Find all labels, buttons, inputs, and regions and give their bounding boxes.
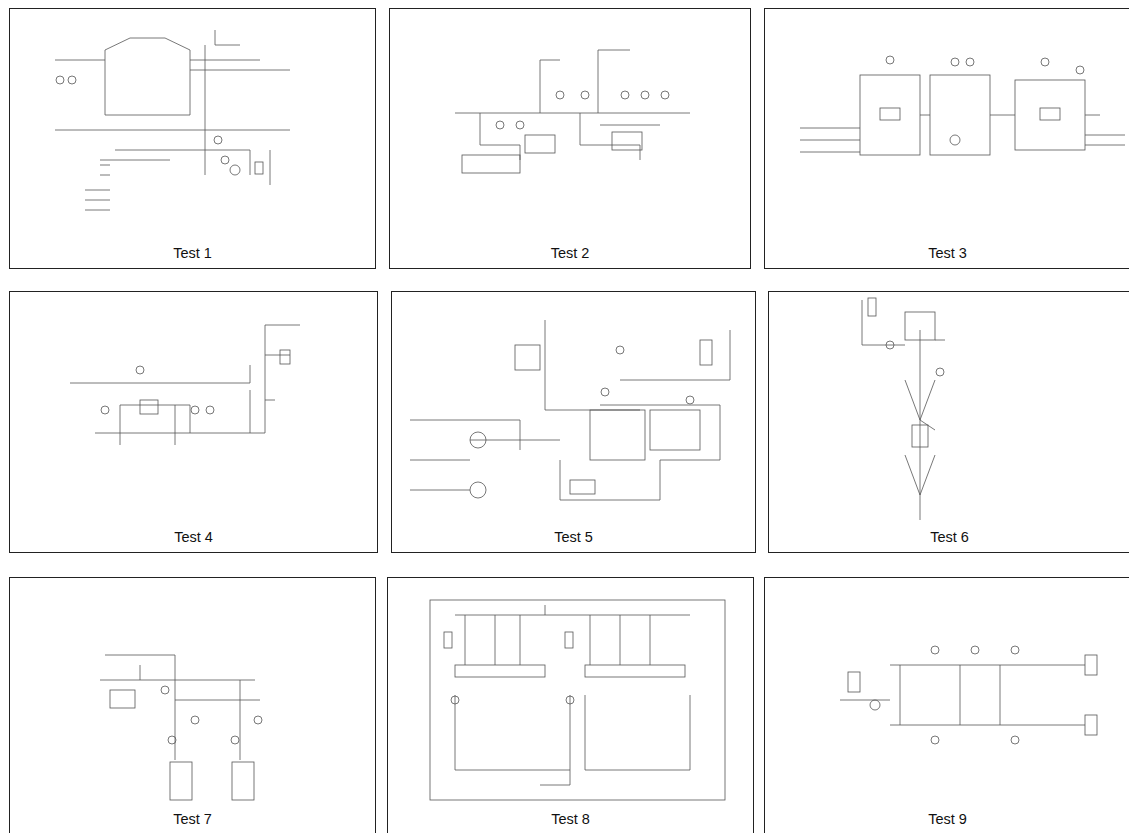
panel-caption: Test 1 bbox=[10, 245, 375, 261]
test-panel: Test 5 bbox=[391, 291, 756, 553]
pid-sketch bbox=[862, 298, 945, 520]
panel-caption: Test 3 bbox=[765, 245, 1129, 261]
pid-sketch bbox=[455, 50, 690, 173]
panel-caption: Test 2 bbox=[390, 245, 750, 261]
test-panel: Test 4 bbox=[9, 291, 378, 553]
panel-caption: Test 9 bbox=[765, 811, 1129, 827]
test-panel: Test 6 bbox=[768, 291, 1129, 553]
test-panel: Test 3 bbox=[764, 8, 1129, 269]
pid-sketch bbox=[410, 320, 730, 500]
pid-sketch bbox=[70, 325, 300, 445]
pid-sketch bbox=[100, 655, 262, 800]
test-panel: Test 7 bbox=[9, 577, 376, 833]
test-panel: Test 9 bbox=[764, 577, 1129, 833]
panel-caption: Test 4 bbox=[10, 529, 377, 545]
panel-caption: Test 7 bbox=[10, 811, 375, 827]
pid-sketch bbox=[55, 30, 290, 210]
test-panel: Test 8 bbox=[387, 577, 754, 833]
pid-sketch bbox=[800, 56, 1125, 155]
test-panel: Test 1 bbox=[9, 8, 376, 269]
pid-sketch bbox=[840, 646, 1097, 744]
pid-sketch bbox=[430, 600, 725, 800]
panel-caption: Test 5 bbox=[392, 529, 755, 545]
test-panel: Test 2 bbox=[389, 8, 751, 269]
panel-caption: Test 6 bbox=[769, 529, 1129, 545]
panel-caption: Test 8 bbox=[388, 811, 753, 827]
